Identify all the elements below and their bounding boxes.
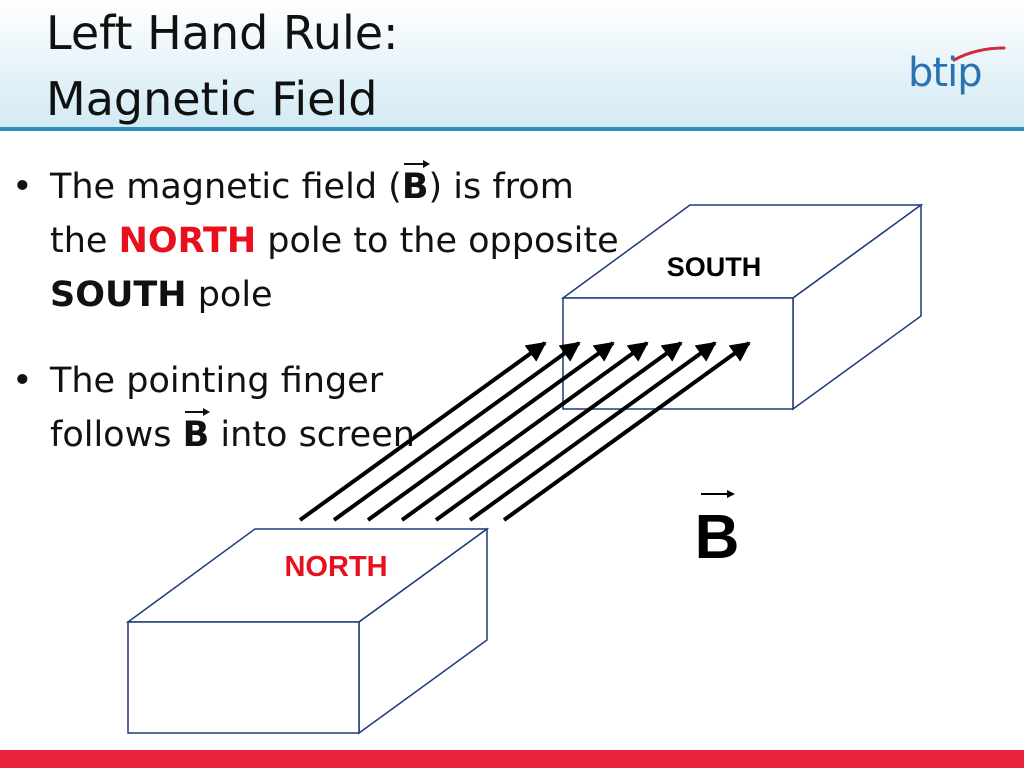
vector-b-symbol: B	[183, 408, 210, 462]
field-line-arrow	[366, 341, 615, 522]
bullet-text: The magnetic field (	[50, 167, 402, 207]
footer-bar	[0, 750, 1024, 768]
bullet-text: The pointing finger follows	[50, 361, 384, 455]
north-pole-label: NORTH	[284, 551, 387, 583]
title-line-1: Left Hand Rule:	[46, 6, 399, 60]
vector-b-large: B	[695, 490, 740, 572]
field-lines	[298, 341, 751, 522]
field-line-arrow	[400, 341, 649, 522]
slide-header	[0, 0, 1024, 128]
vector-b-symbol: B	[402, 160, 430, 214]
bullet-text: into screen	[209, 415, 415, 455]
vector-arrow-icon	[727, 490, 735, 498]
bullet-item-pointing-finger: • The pointing finger follows B into scr…	[10, 354, 430, 462]
bullet-marker: •	[12, 167, 33, 207]
bullet-list: • The magnetic field (B) is from the NOR…	[10, 160, 630, 462]
btip-logo: btip	[906, 44, 1010, 108]
title-line-2: Magnetic Field	[46, 72, 378, 126]
field-line-arrow	[434, 341, 683, 522]
field-line-arrow	[468, 341, 717, 522]
slide-title: Left Hand Rule: Magnetic Field	[46, 0, 399, 132]
field-line-arrow	[502, 341, 751, 522]
bullet-marker: •	[12, 361, 33, 401]
logo-swoosh-icon	[952, 46, 1006, 62]
south-highlight: SOUTH	[50, 275, 187, 315]
bullet-item-magnetic-field: • The magnetic field (B) is from the NOR…	[10, 160, 630, 322]
bullet-text: ) is from the	[50, 167, 574, 261]
field-line-arrow	[332, 341, 581, 522]
north-highlight: NORTH	[118, 221, 257, 261]
field-line-arrow	[298, 341, 547, 522]
bullet-text: pole to the opposite	[256, 221, 619, 261]
bullet-text: pole	[186, 275, 273, 315]
south-magnet-block	[560, 203, 924, 411]
vector-b-label: B	[695, 503, 740, 572]
logo-text: btip	[908, 50, 983, 96]
north-magnet-block	[125, 527, 490, 735]
south-pole-label: SOUTH	[667, 252, 762, 282]
north-magnet-front-face	[127, 621, 360, 734]
header-divider	[0, 127, 1024, 131]
